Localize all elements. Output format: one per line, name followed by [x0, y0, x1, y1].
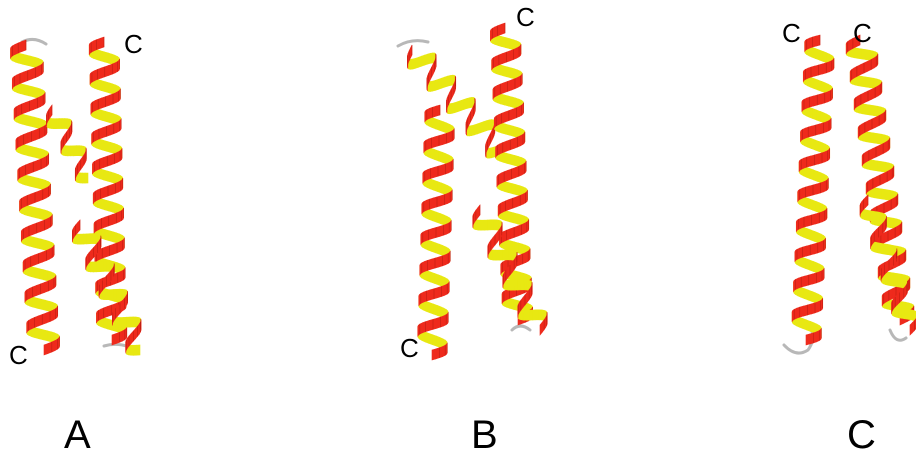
c-terminus-label-c-left: C [782, 18, 801, 48]
panel-c: C C C [782, 18, 916, 455]
loop-c-right [890, 330, 906, 340]
panel-label-c: C [847, 413, 876, 455]
loop-b-top [398, 41, 428, 46]
helix-b4 [473, 205, 547, 335]
helix-b2 [418, 105, 454, 360]
loop-b-bottom [512, 326, 530, 330]
panel-b: C C B [398, 2, 547, 455]
helix-a4 [72, 220, 141, 355]
panel-a: C C A [9, 29, 143, 455]
helix-c3 [860, 195, 916, 335]
helix-c1 [792, 35, 834, 345]
helix-a2 [46, 105, 88, 183]
helix-bundle-b [398, 23, 547, 360]
panel-label-b: B [471, 413, 498, 455]
panel-label-a: A [64, 413, 91, 455]
c-terminus-label-c-right: C [853, 18, 872, 48]
c-terminus-label-b-bottom: C [400, 333, 419, 363]
helix-bundle-c [784, 35, 916, 353]
c-terminus-label-b-top: C [516, 2, 535, 32]
c-terminus-label-a-top: C [124, 29, 143, 59]
helix-b1 [407, 45, 500, 158]
helix-a1 [10, 40, 59, 355]
helix-bundle-a [10, 37, 141, 355]
c-terminus-label-a-bottom: C [9, 340, 28, 370]
